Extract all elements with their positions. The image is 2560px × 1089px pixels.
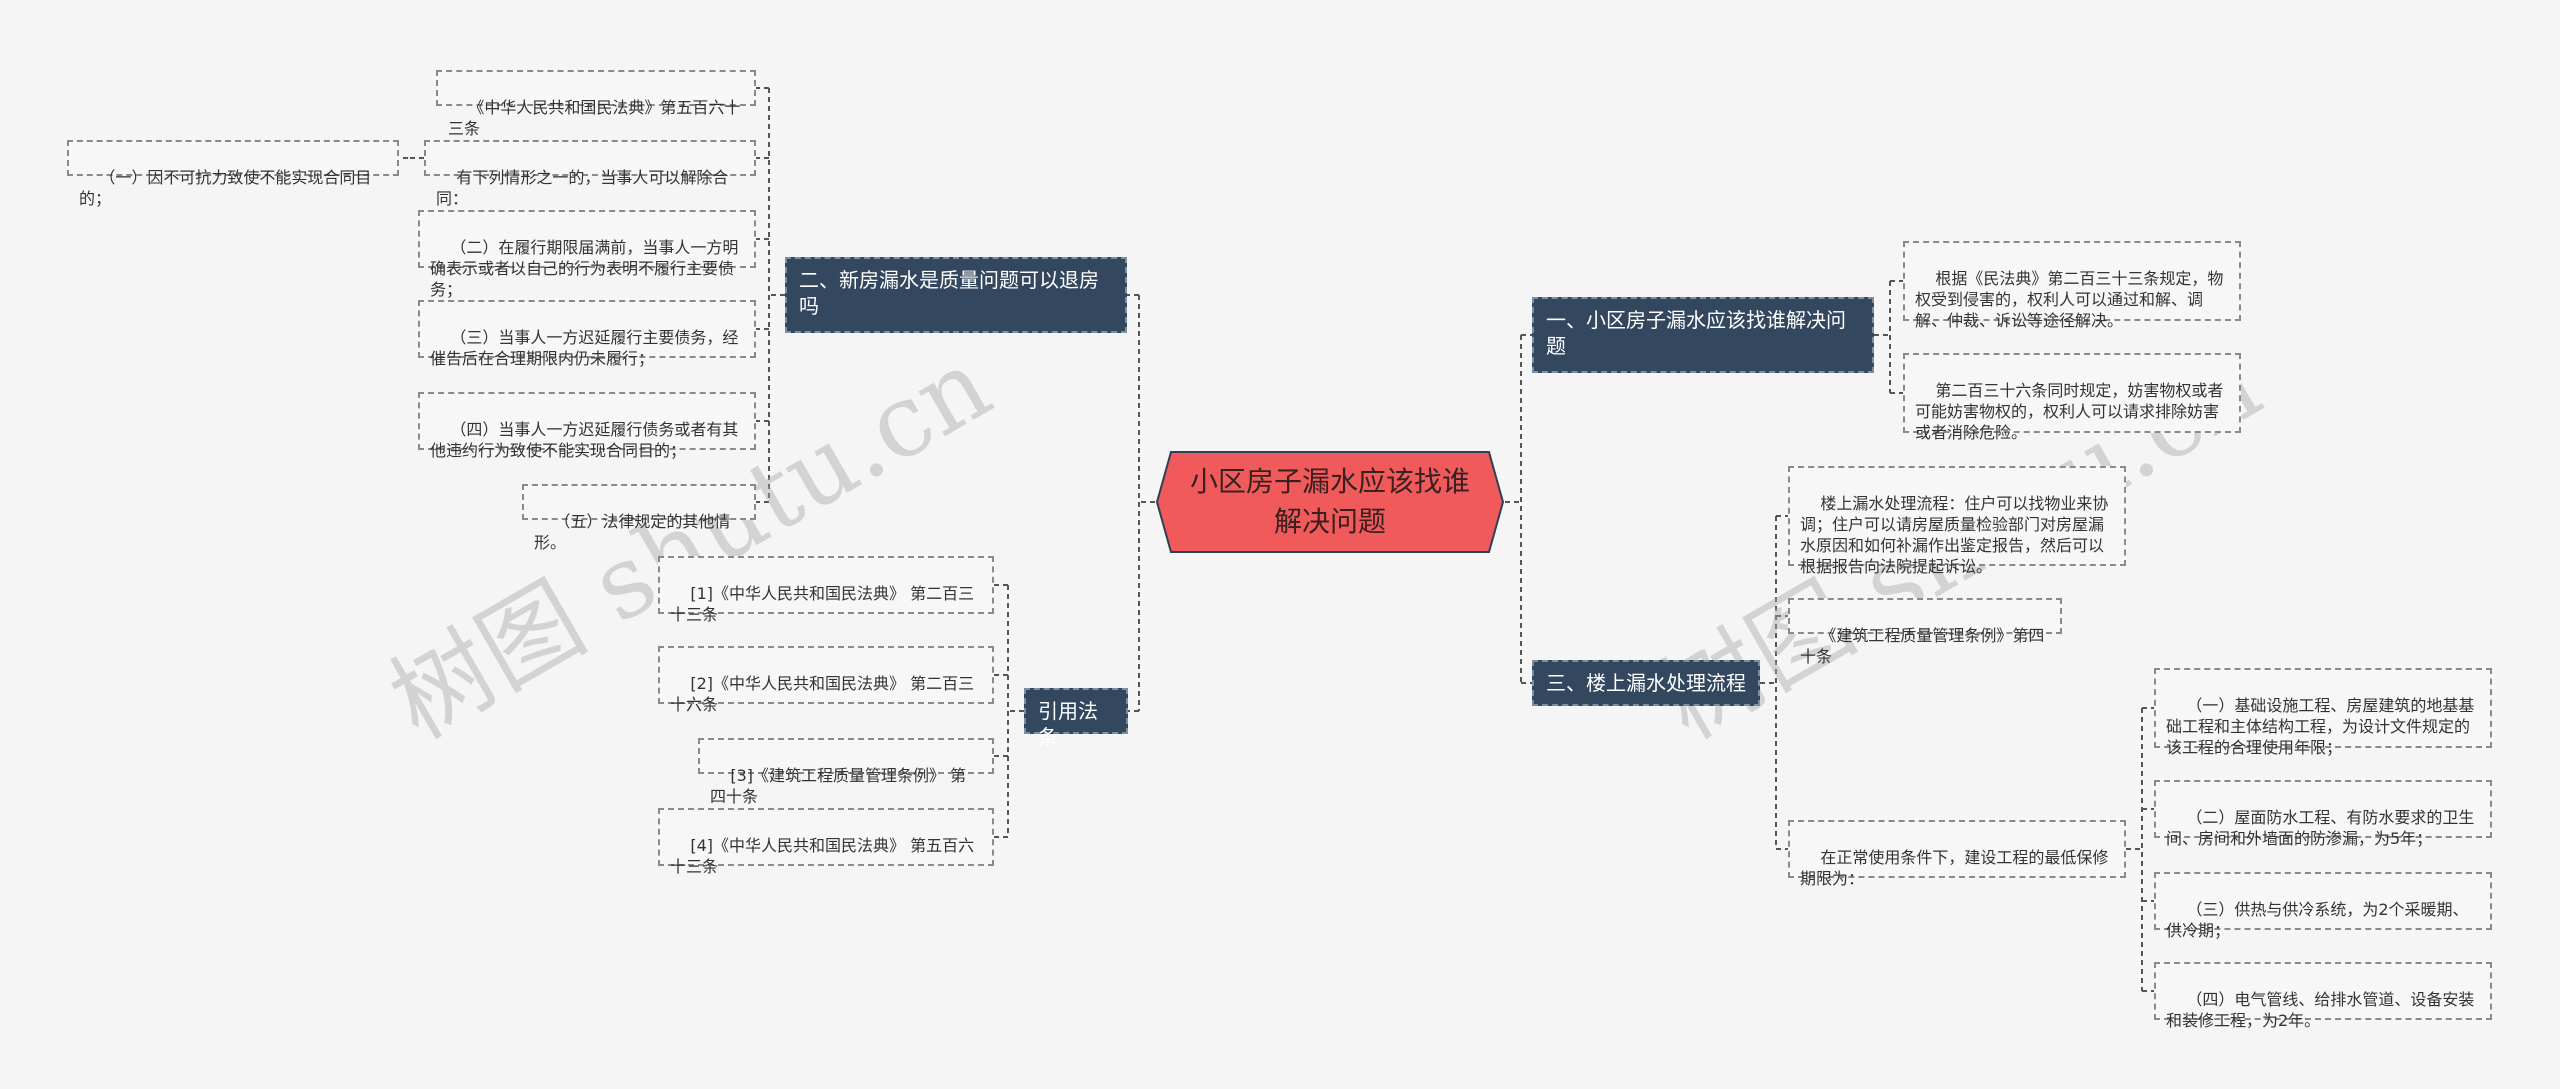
leaf-delayed-performance[interactable]: （三）当事人一方迟延履行主要债务，经催告后在合理期限内仍未履行； — [418, 300, 756, 368]
leaf-text: 《建筑工程质量管理条例》第四十条 — [1800, 626, 2045, 666]
root-label: 小区房子漏水应该找谁解决问题 — [1189, 465, 1470, 538]
leaf-text: （三）供热与供冷系统，为2个采暖期、供冷期； — [2166, 900, 2469, 940]
leaf-other-legal[interactable]: （五）法律规定的其他情形。 — [522, 484, 756, 552]
branch-label: 二、新房漏水是质量问题可以退房吗 — [799, 268, 1099, 318]
leaf-text: （一）基础设施工程、房屋建筑的地基基础工程和主体结构工程，为设计文件规定的该工程… — [2166, 696, 2475, 757]
branch-who-to-contact[interactable]: 一、小区房子漏水应该找谁解决问题 — [1532, 297, 1874, 373]
leaf-force-majeure[interactable]: （一）因不可抗力致使不能实现合同目的； — [67, 140, 399, 208]
branch-refund-quality[interactable]: 二、新房漏水是质量问题可以退房吗 — [785, 257, 1127, 333]
leaf-text: （二）在履行期限届满前，当事人一方明确表示或者以自己的行为表明不履行主要债务； — [430, 238, 739, 299]
leaf-text: （四）电气管线、给排水管道、设备安装和装修工程，为2年。 — [2166, 990, 2475, 1030]
leaf-text: （三）当事人一方迟延履行主要债务，经催告后在合理期限内仍未履行； — [430, 328, 739, 368]
leaf-text: （四）当事人一方迟延履行债务或者有其他违约行为致使不能实现合同目的； — [430, 420, 739, 460]
leaf-text: [4]《中华人民共和国民法典》 第五百六十三条 — [670, 836, 975, 876]
root-topic[interactable]: 小区房子漏水应该找谁解决问题 — [1155, 450, 1505, 554]
leaf-text: [3]《建筑工程质量管理条例》 第四十条 — [710, 766, 967, 806]
leaf-electrical-plumbing[interactable]: （四）电气管线、给排水管道、设备安装和装修工程，为2年。 — [2154, 962, 2492, 1030]
leaf-text: [2]《中华人民共和国民法典》 第二百三十六条 — [670, 674, 975, 714]
leaf-termination-conditions[interactable]: 有下列情形之一的，当事人可以解除合同： — [424, 140, 756, 208]
leaf-citation-2[interactable]: [2]《中华人民共和国民法典》 第二百三十六条 — [658, 646, 994, 714]
leaf-text: 根据《民法典》第二百三十三条规定，物权受到侵害的，权利人可以通过和解、调解、仲裁… — [1915, 269, 2224, 330]
leaf-foundation-works[interactable]: （一）基础设施工程、房屋建筑的地基基础工程和主体结构工程，为设计文件规定的该工程… — [2154, 668, 2492, 757]
leaf-text: 楼上漏水处理流程：住户可以找物业来协调；住户可以请房屋质量检验部门对房屋漏水原因… — [1800, 494, 2109, 576]
leaf-process-steps[interactable]: 楼上漏水处理流程：住户可以找物业来协调；住户可以请房屋质量检验部门对房屋漏水原因… — [1788, 466, 2126, 576]
leaf-text: [1]《中华人民共和国民法典》 第二百三十三条 — [670, 584, 975, 624]
leaf-citation-4[interactable]: [4]《中华人民共和国民法典》 第五百六十三条 — [658, 808, 994, 876]
leaf-waterproofing[interactable]: （二）屋面防水工程、有防水要求的卫生间、房间和外墙面的防渗漏，为5年； — [2154, 780, 2492, 848]
leaf-text: 《中华人民共和国民法典》第五百六十三条 — [448, 98, 741, 138]
leaf-warranty-periods[interactable]: 在正常使用条件下，建设工程的最低保修期限为： — [1788, 820, 2126, 888]
branch-cited-laws[interactable]: 引用法条 — [1024, 688, 1128, 749]
leaf-citation-1[interactable]: [1]《中华人民共和国民法典》 第二百三十三条 — [658, 556, 994, 624]
leaf-text: 第二百三十六条同时规定，妨害物权或者可能妨害物权的，权利人可以请求排除妨害或者消… — [1915, 381, 2224, 442]
root-shape — [1155, 451, 1505, 553]
leaf-text: 在正常使用条件下，建设工程的最低保修期限为： — [1800, 848, 2109, 888]
branch-label: 三、楼上漏水处理流程 — [1546, 671, 1746, 695]
leaf-heating-cooling[interactable]: （三）供热与供冷系统，为2个采暖期、供冷期； — [2154, 872, 2492, 940]
leaf-citation-3[interactable]: [3]《建筑工程质量管理条例》 第四十条 — [698, 738, 994, 806]
leaf-civil-code-236[interactable]: 第二百三十六条同时规定，妨害物权或者可能妨害物权的，权利人可以请求排除妨害或者消… — [1903, 353, 2241, 442]
leaf-text: 有下列情形之一的，当事人可以解除合同： — [436, 168, 729, 208]
leaf-civil-code-233[interactable]: 根据《民法典》第二百三十三条规定，物权受到侵害的，权利人可以通过和解、调解、仲裁… — [1903, 241, 2241, 330]
leaf-regulation-40[interactable]: 《建筑工程质量管理条例》第四十条 — [1788, 598, 2062, 666]
leaf-civil-code-563[interactable]: 《中华人民共和国民法典》第五百六十三条 — [436, 70, 756, 138]
leaf-anticipatory-breach[interactable]: （二）在履行期限届满前，当事人一方明确表示或者以自己的行为表明不履行主要债务； — [418, 210, 756, 299]
leaf-text: （二）屋面防水工程、有防水要求的卫生间、房间和外墙面的防渗漏，为5年； — [2166, 808, 2475, 848]
leaf-text: （五）法律规定的其他情形。 — [534, 512, 731, 552]
branch-label: 引用法条 — [1038, 699, 1098, 749]
branch-label: 一、小区房子漏水应该找谁解决问题 — [1546, 308, 1846, 358]
leaf-text: （一）因不可抗力致使不能实现合同目的； — [79, 168, 372, 208]
branch-upstairs-leak-process[interactable]: 三、楼上漏水处理流程 — [1532, 660, 1760, 706]
leaf-other-breach[interactable]: （四）当事人一方迟延履行债务或者有其他违约行为致使不能实现合同目的； — [418, 392, 756, 460]
